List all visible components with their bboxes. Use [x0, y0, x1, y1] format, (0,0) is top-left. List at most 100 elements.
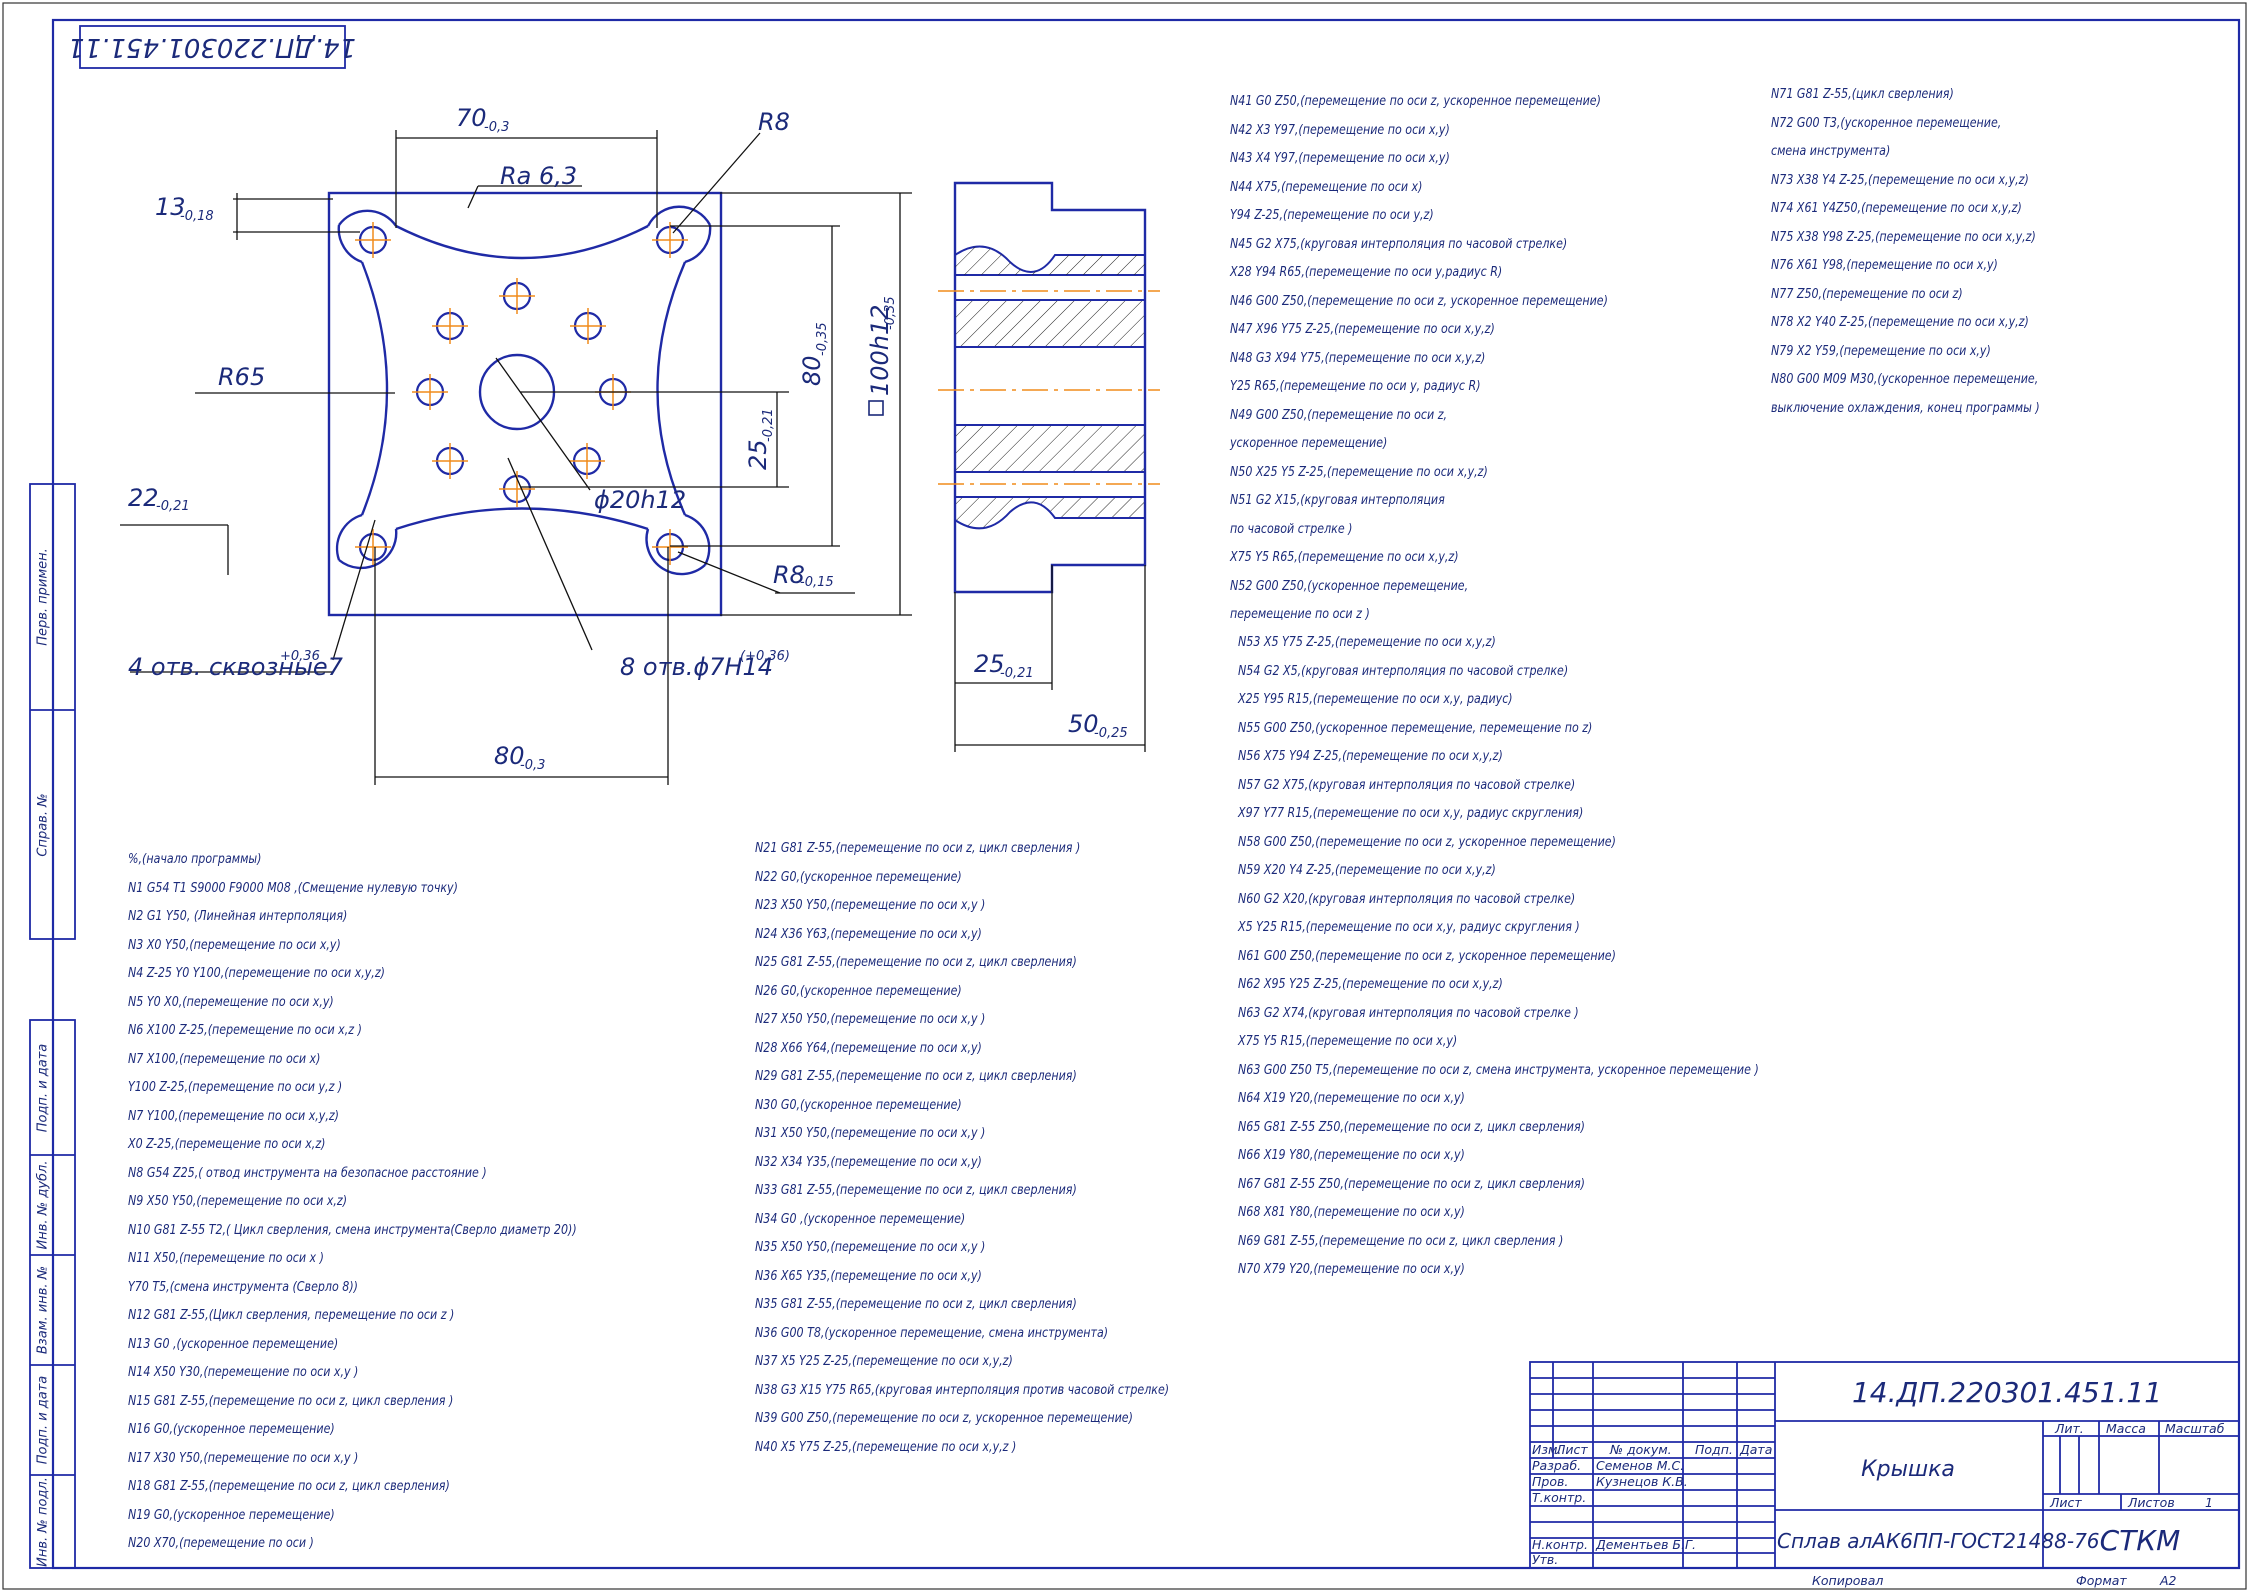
- stamp-sprav-no: Справ. №: [36, 793, 51, 856]
- program-line: Y70 T5,(смена инструмента (Сверло 8)): [128, 1278, 358, 1295]
- program-line: %,(начало программы): [128, 851, 262, 867]
- program-line: N72 G00 T3,(ускоренное перемещение,: [1771, 114, 2002, 131]
- program-line: N36 X65 Y35,(перемещение по оси х,у): [755, 1267, 982, 1284]
- dim-phi20: ϕ20h12: [594, 486, 686, 514]
- program-line: N46 G00 Z50,(перемещение по оси z, ускор…: [1230, 292, 1608, 309]
- dim-r65: R65: [218, 363, 265, 391]
- program-line: N29 G81 Z-55,(перемещение по оси z, цикл…: [755, 1068, 1077, 1084]
- program-column-1: %,(начало программы) N1 G54 T1 S9000 F900…: [128, 845, 577, 1558]
- dim-70-tol: -0,3: [484, 120, 509, 135]
- program-line: N19 G0,(ускоренное перемещение): [128, 1506, 335, 1523]
- program-line: N52 G00 Z50,(ускоренное перемещение,: [1230, 577, 1469, 594]
- program-line: N57 G2 X75,(круговая интерполяция по час…: [1238, 776, 1576, 793]
- program-line: N48 G3 X94 Y75,(перемещение по оси х,у,z…: [1230, 349, 1486, 366]
- program-line: N53 X5 Y75 Z-25,(перемещение по оси х,у,…: [1238, 634, 1496, 650]
- program-line: N76 X61 Y98,(перемещение по оси х,у): [1771, 257, 1998, 273]
- tb-listov-value: 1: [2205, 1495, 2213, 1510]
- side-view-outline: [953, 181, 1147, 594]
- title-block: [1529, 1361, 2240, 1569]
- tb-col-doc: № докум.: [1609, 1442, 1672, 1457]
- tb-nkontr-label: Н.контр.: [1532, 1537, 1588, 1552]
- program-line: N41 G0 Z50,(перемещение по оси z, ускоре…: [1230, 93, 1601, 109]
- program-line: N11 X50,(перемещение по оси х ): [128, 1250, 324, 1266]
- program-line: N70 X79 Y20,(перемещение по оси х,у): [1238, 1261, 1465, 1277]
- program-line: N75 X38 Y98 Z-25,(перемещение по оси х,у…: [1771, 228, 2036, 245]
- program-line: N25 G81 Z-55,(перемещение по оси z, цикл…: [755, 954, 1077, 970]
- program-line: N56 X75 Y94 Z-25,(перемещение по оси х,у…: [1238, 748, 1503, 764]
- program-line: N9 X50 Y50,(перемещение по оси х,z): [128, 1193, 348, 1209]
- tb-lit: Лит.: [2054, 1421, 2084, 1436]
- program-column-2: N21 G81 Z-55,(перемещение по оси z, цикл…: [755, 834, 1169, 1461]
- program-line: N44 X75,(перемещение по оси х): [1230, 178, 1423, 195]
- program-line: N61 G00 Z50,(перемещение по оси z, ускор…: [1238, 947, 1616, 964]
- program-line: N50 X25 Y5 Z-25,(перемещение по оси х,у,…: [1230, 463, 1488, 480]
- program-column-3b: N53 X5 Y75 Z-25,(перемещение по оси х,у,…: [1238, 628, 1759, 1284]
- program-line: N14 X50 Y30,(перемещение по оси х,у ): [128, 1364, 359, 1380]
- program-line: N40 X5 Y75 Z-25,(перемещение по оси х,у,…: [755, 1438, 1017, 1455]
- front-view: [327, 191, 723, 617]
- program-line: X0 Z-25,(перемещение по оси х,z): [128, 1136, 326, 1152]
- dim-80-vertical: 80: [798, 355, 826, 386]
- program-line: N1 G54 T1 S9000 F9000 M08 ,(Смещение нул…: [128, 879, 458, 896]
- program-line: N26 G0,(ускоренное перемещение): [755, 982, 962, 999]
- program-column-4: N71 G81 Z-55,(цикл сверления)N72 G00 T3,…: [1771, 80, 2040, 422]
- program-column-3a: N41 G0 Z50,(перемещение по оси z, ускоре…: [1230, 87, 1608, 629]
- tb-prov-name: Кузнецов К.В.: [1596, 1474, 1688, 1489]
- stamp-inv-podl: Инв. № подл.: [36, 1477, 51, 1567]
- note-4-holes-tol: +0,36: [280, 649, 320, 664]
- contour-arcs: [335, 205, 712, 576]
- program-line: N78 X2 Y40 Z-25,(перемещение по оси х,у,…: [1771, 314, 2029, 330]
- program-line: N31 X50 Y50,(перемещение по оси х,у ): [755, 1125, 986, 1141]
- program-line: N2 G1 Y50, (Линейная интерполяция): [128, 908, 348, 924]
- program-line: N35 X50 Y50,(перемещение по оси х,у ): [755, 1239, 986, 1255]
- program-line: выключение охлаждения, конец программы ): [1771, 399, 2040, 416]
- side-view: 25 -0,21 50 -0,25: [938, 181, 1160, 752]
- dim-r8-bottom: R8: [773, 561, 805, 589]
- dim-22: 22: [128, 484, 159, 512]
- front-view-outline: [327, 191, 723, 617]
- program-line: X28 Y94 R65,(перемещение по оси у,радиус…: [1230, 264, 1503, 280]
- tb-masshtab: Масштаб: [2165, 1421, 2225, 1436]
- dim-side-50: 50: [1068, 710, 1099, 738]
- program-line: N21 G81 Z-55,(перемещение по оси z, цикл…: [755, 840, 1081, 856]
- program-line: N7 Y100,(перемещение по оси х,у,z): [128, 1107, 339, 1124]
- program-line: перемещение по оси z ): [1230, 606, 1370, 622]
- tb-kopiroval: Копировал: [1812, 1573, 1883, 1588]
- program-line: ускоренное перемещение): [1230, 435, 1388, 451]
- program-line: N43 X4 Y97,(перемещение по оси х,у): [1230, 150, 1450, 166]
- dim-80-vertical-tol: -0,35: [815, 322, 830, 356]
- program-line: N73 X38 Y4 Z-25,(перемещение по оси х,у,…: [1771, 171, 2029, 188]
- program-line: N54 G2 X5,(круговая интерполяция по часо…: [1238, 662, 1569, 679]
- side-axes: [938, 290, 1160, 485]
- program-line: N10 G81 Z-55 T2,( Цикл сверления, смена …: [128, 1221, 577, 1238]
- program-line: N45 G2 X75,(круговая интерполяция по час…: [1230, 235, 1568, 252]
- dim-80-horizontal-tol: -0,3: [520, 758, 545, 773]
- program-line: Y25 R65,(перемещение по оси у, радиус R): [1230, 378, 1481, 394]
- program-line: N74 X61 Y4Z50,(перемещение по оси х,у,z): [1771, 200, 2022, 216]
- program-line: N35 G81 Z-55,(перемещение по оси z, цикл…: [755, 1296, 1077, 1312]
- program-line: N3 X0 Y50,(перемещение по оси х,у): [128, 936, 341, 953]
- stamp-podp-data-1: Подп. и дата: [36, 1044, 51, 1133]
- program-line: N23 X50 Y50,(перемещение по оси х,у ): [755, 897, 986, 913]
- tb-format: Формат: [2076, 1573, 2127, 1588]
- program-line: N28 X66 Y64,(перемещение по оси х,у): [755, 1039, 982, 1056]
- dim-22-tol: -0,21: [156, 499, 190, 514]
- program-line: N8 G54 Z25,( отвод инструмента на безопа…: [128, 1164, 487, 1181]
- program-line: по часовой стрелке ): [1230, 520, 1353, 537]
- tb-razrab-label: Разраб.: [1532, 1458, 1581, 1473]
- dim-13-tol: -0,18: [180, 209, 214, 224]
- program-line: X75 Y5 R15,(перемещение по оси х,у): [1238, 1033, 1458, 1049]
- program-line: N17 X30 Y50,(перемещение по оси х,у ): [128, 1449, 359, 1466]
- program-line: N4 Z-25 Y0 Y100,(перемещение по оси х,у,…: [128, 965, 385, 981]
- program-line: N77 Z50,(перемещение по оси z): [1771, 285, 1963, 302]
- program-line: N69 G81 Z-55,(перемещение по оси z, цикл…: [1238, 1232, 1564, 1249]
- program-line: N42 X3 Y97,(перемещение по оси х,у): [1230, 121, 1450, 138]
- program-line: N32 X34 Y35,(перемещение по оси х,у): [755, 1153, 982, 1170]
- program-line: N68 X81 Y80,(перемещение по оси х,у): [1238, 1204, 1465, 1220]
- tb-col-list: Лист: [1555, 1442, 1588, 1457]
- stamp-inv-dubl: Инв. № дубл.: [36, 1161, 51, 1250]
- program-line: X25 Y95 R15,(перемещение по оси х,у, рад…: [1238, 691, 1513, 707]
- tb-part-name: Крышка: [1861, 1457, 1955, 1482]
- program-line: N63 G2 X74,(круговая интерполяция по час…: [1238, 1004, 1579, 1021]
